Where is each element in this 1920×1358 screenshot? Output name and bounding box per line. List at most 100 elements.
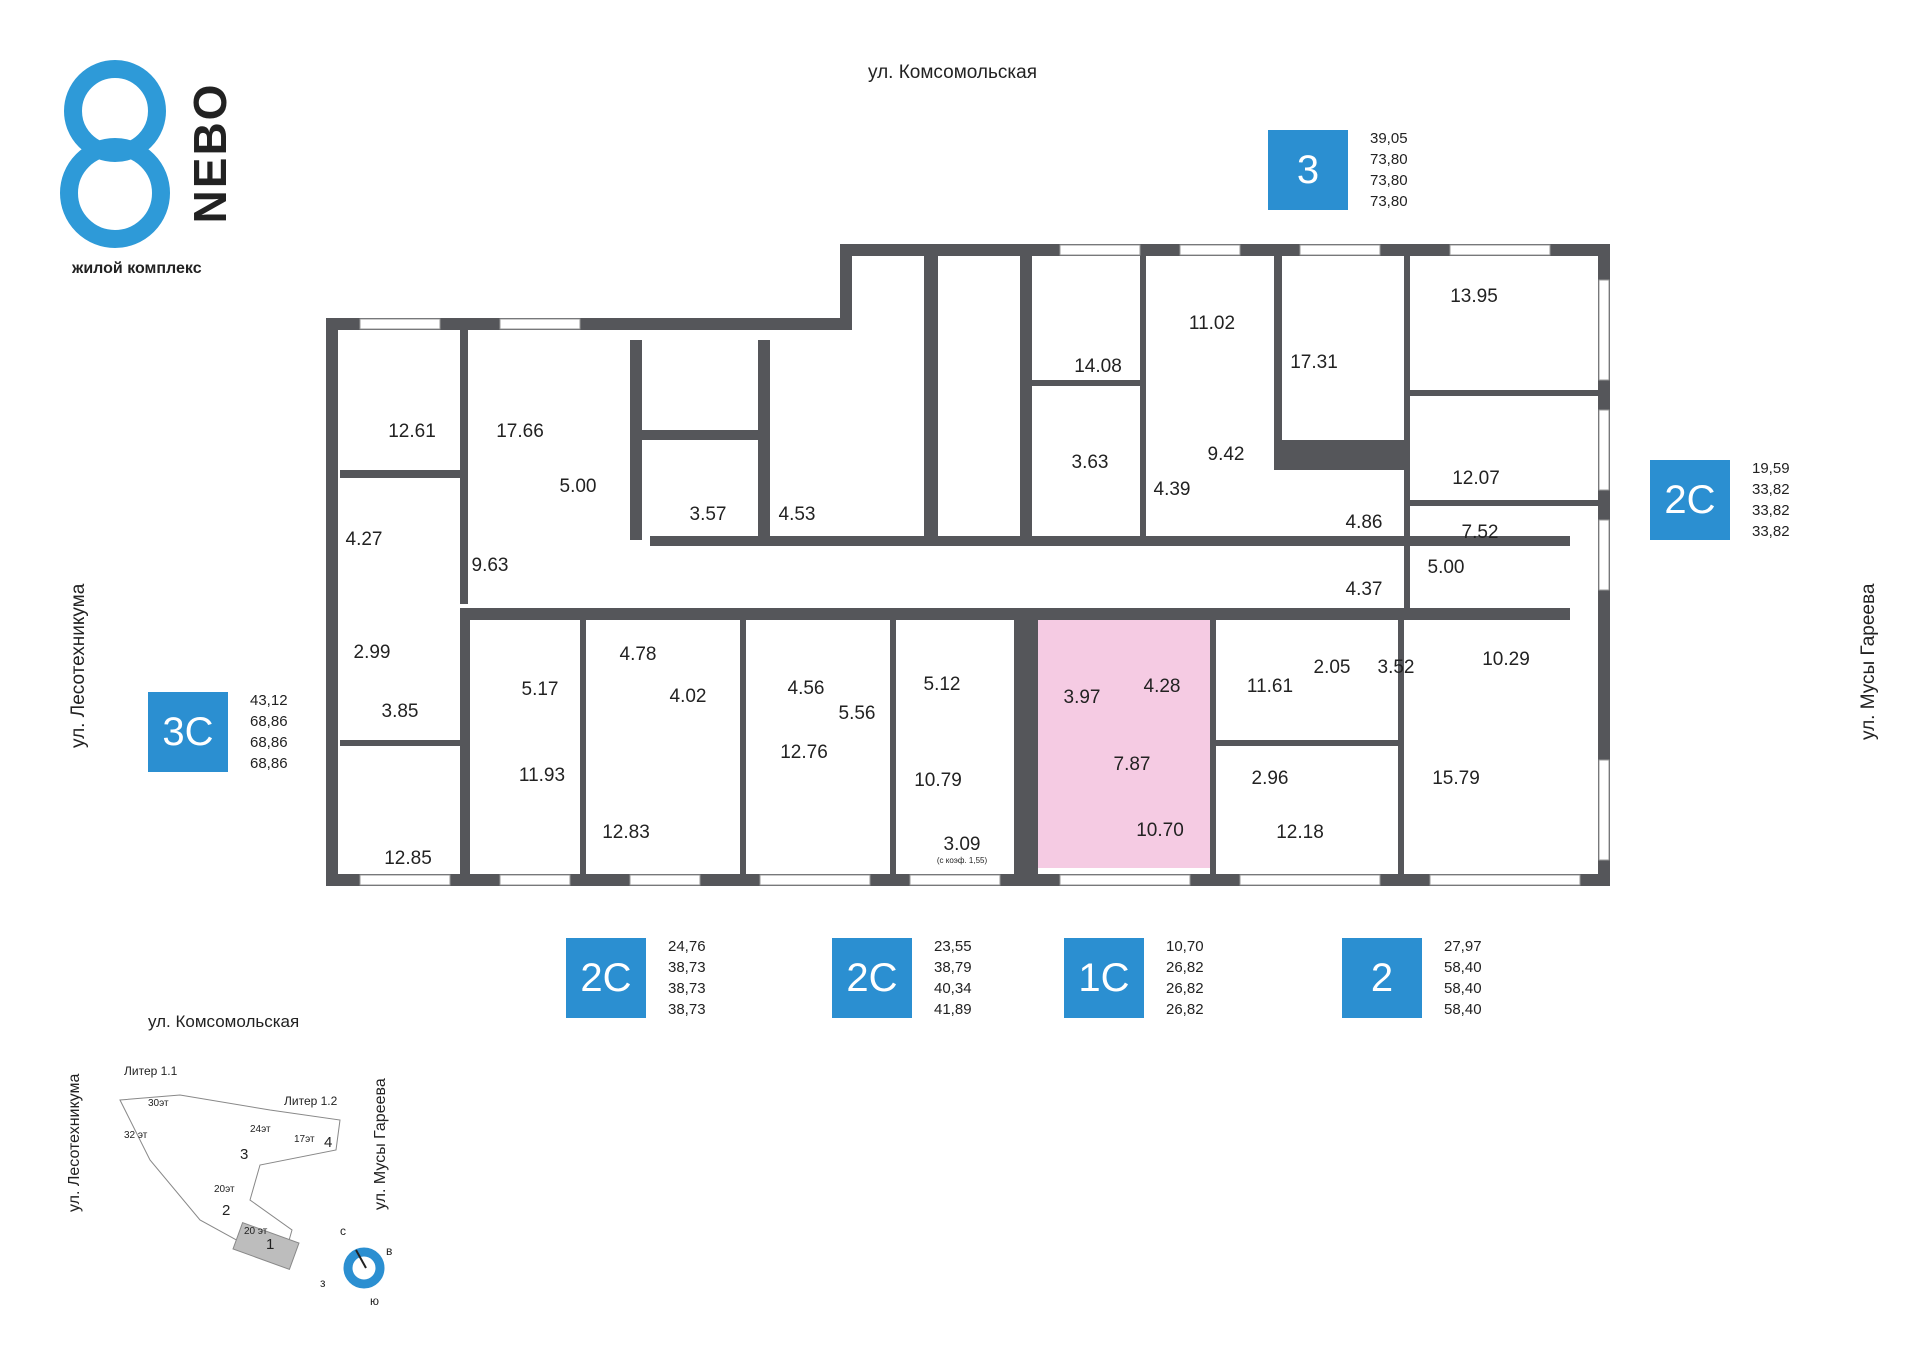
window-right-4 bbox=[1598, 759, 1610, 861]
wall-v-4 bbox=[580, 620, 586, 880]
room-area-label: 3.52 bbox=[1378, 657, 1415, 678]
window-top-2 bbox=[499, 318, 581, 330]
compass bbox=[343, 1247, 385, 1289]
minimap-section-3: 3 bbox=[240, 1146, 249, 1163]
minimap-liter-1-1: Литер 1.1 bbox=[124, 1064, 178, 1078]
room-area-label: 15.79 bbox=[1432, 768, 1480, 789]
elevator-wall-right bbox=[1020, 250, 1032, 545]
wall-v-2 bbox=[340, 470, 460, 478]
highlight-area bbox=[1038, 612, 1210, 868]
wall-v-9 bbox=[1398, 620, 1404, 880]
wall-v-7 bbox=[1014, 620, 1038, 880]
compass-s: ю bbox=[370, 1294, 379, 1308]
minimap-floor-20b: 20 эт bbox=[244, 1226, 268, 1237]
wall-v-11 bbox=[1274, 250, 1282, 470]
minimap-section-1-label: 1 bbox=[266, 1236, 275, 1253]
stair-wall-bottom bbox=[630, 430, 770, 440]
room-area-label: 3.85 bbox=[382, 701, 419, 722]
room-area-label: 12.18 bbox=[1276, 822, 1324, 843]
minimap-floor-20a: 20эт bbox=[214, 1184, 235, 1195]
window-bottom-7 bbox=[1239, 874, 1381, 886]
wall-v-10 bbox=[1140, 250, 1146, 540]
wall-h-6 bbox=[340, 740, 460, 746]
corridor-wall-top bbox=[650, 536, 1570, 546]
room-area-label: 9.42 bbox=[1208, 444, 1245, 465]
wall-v-12 bbox=[1404, 250, 1410, 610]
room-area-label: 13.95 bbox=[1450, 286, 1498, 307]
compass-needle bbox=[355, 1249, 367, 1269]
room-area-label: (с коэф. 1,55) bbox=[937, 856, 988, 865]
apt-badge-2: 2 bbox=[1342, 938, 1422, 1018]
room-area-label: 4.37 bbox=[1346, 579, 1383, 600]
apt-badge-1c: 1С bbox=[1064, 938, 1144, 1018]
outer-walls bbox=[326, 244, 1610, 886]
compass-w: з bbox=[320, 1276, 326, 1290]
minimap-section-1 bbox=[232, 1221, 300, 1271]
room-area-label: 2.05 bbox=[1314, 657, 1351, 678]
room-area-label: 12.83 bbox=[602, 822, 650, 843]
minimap-street-left: ул. Лесотехникума bbox=[66, 1073, 83, 1212]
logo-eight-icon bbox=[60, 60, 170, 248]
wall-h-5 bbox=[1216, 740, 1404, 746]
apt-badge-2c-b: 2С bbox=[832, 938, 912, 1018]
minimap-floor-17: 17эт bbox=[294, 1134, 315, 1145]
wall-h-4 bbox=[1410, 500, 1600, 506]
room-area-label: 11.61 bbox=[1247, 676, 1293, 697]
window-bottom-5 bbox=[909, 874, 1001, 886]
outer-wall-path bbox=[326, 244, 1610, 886]
room-area-label: 4.39 bbox=[1154, 479, 1191, 500]
apt-badge-3: 3 bbox=[1268, 130, 1348, 210]
wall-v-3 bbox=[460, 608, 470, 880]
room-area-label: 4.28 bbox=[1144, 676, 1181, 697]
room-area-label: 5.17 bbox=[522, 679, 559, 700]
window-right-3 bbox=[1598, 519, 1610, 591]
room-area-label: 10.29 bbox=[1482, 649, 1530, 670]
room-area-label: 14.08 bbox=[1074, 356, 1122, 377]
logo-subtitle: жилой комплекс bbox=[72, 260, 202, 277]
room-area-label: 11.93 bbox=[519, 765, 565, 786]
room-area-label: 5.12 bbox=[924, 674, 961, 695]
room-area-label: 5.00 bbox=[560, 476, 597, 497]
room-area-label: 3.63 bbox=[1072, 452, 1109, 473]
room-area-label: 2.99 bbox=[354, 642, 391, 663]
corridor-wall-bottom bbox=[460, 608, 1570, 620]
window-bottom-3 bbox=[629, 874, 701, 886]
room-area-label: 4.27 bbox=[346, 529, 383, 550]
compass-e: в bbox=[386, 1244, 393, 1258]
window-top-1 bbox=[359, 318, 441, 330]
room-area-label: 17.66 bbox=[496, 421, 544, 442]
room-area-label: 9.63 bbox=[472, 555, 509, 576]
room-area-label: 10.70 bbox=[1136, 820, 1184, 841]
window-top-4 bbox=[1179, 244, 1241, 256]
room-area-label: 12.07 bbox=[1452, 468, 1500, 489]
apt-badge-2c-right: 2С bbox=[1650, 460, 1730, 540]
compass-ring bbox=[343, 1247, 385, 1289]
window-bottom-6 bbox=[1059, 874, 1191, 886]
minimap-floor-24: 24эт bbox=[250, 1124, 271, 1135]
room-area-label: 4.86 bbox=[1346, 512, 1383, 533]
room-area-label: 11.02 bbox=[1189, 313, 1235, 334]
window-top-3 bbox=[1059, 244, 1141, 256]
windows bbox=[359, 244, 1610, 886]
minimap-floor-32: 32 эт bbox=[124, 1130, 148, 1141]
wall-h-2 bbox=[1274, 440, 1404, 470]
room-area-label: 17.31 bbox=[1290, 352, 1338, 373]
wall-h-1 bbox=[1032, 380, 1142, 386]
window-right-2 bbox=[1598, 409, 1610, 491]
room-area-label: 10.79 bbox=[914, 770, 962, 791]
room-area-label: 3.57 bbox=[690, 504, 727, 525]
street-top: ул. Комсомольская bbox=[868, 62, 1037, 83]
room-area-label: 3.09 bbox=[944, 834, 981, 855]
room-area-label: 7.87 bbox=[1114, 754, 1151, 775]
room-area-label: 4.78 bbox=[620, 644, 657, 665]
minimap-section-4: 4 bbox=[324, 1134, 333, 1151]
wall-v-8 bbox=[1210, 620, 1216, 880]
